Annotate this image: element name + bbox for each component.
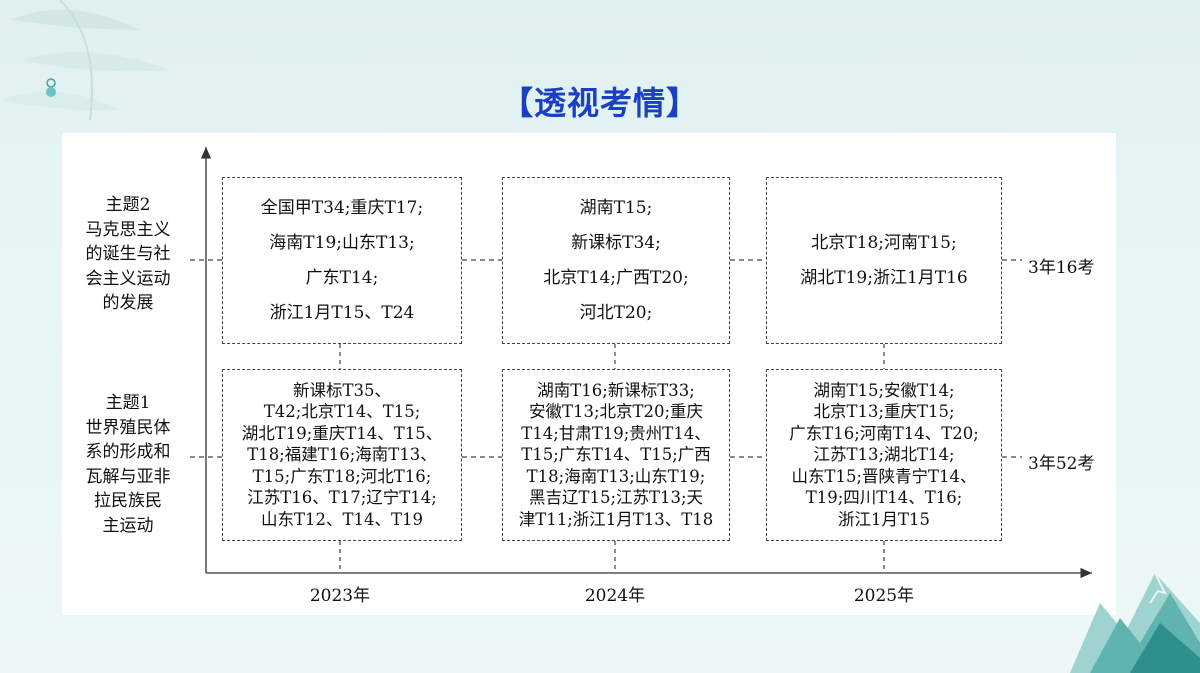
theme2-2025-text: 北京T18;河南T15; 湖北T19;浙江1月T16 [800,232,968,288]
theme1-2023-text: 新课标T35、 T42;北京T14、T15; 湖北T19;重庆T14、T15、 … [241,380,443,529]
year-label-2025: 2025年 [853,586,915,606]
column-connectors [339,344,885,573]
theme2-summary: 3年16考 [1028,258,1095,278]
theme2-2024-box: 湖南T15; 新课标T34; 北京T14;广西T20; 河北T20; [502,177,730,344]
theme2-2023-text: 全国甲T34;重庆T17; 海南T19;山东T13; 广东T14; 浙江1月T1… [260,197,424,323]
theme1-2024-box: 湖南T16;新课标T33; 安徽T13;北京T20;重庆 T14;甘肃T19;贵… [502,369,730,541]
page-title: 【透视考情】 [500,84,699,122]
content-panel: 主题2 马克思主义 的诞生与社 会主义运动 的发展 主题1 世界殖民体 系的形成… [62,133,1116,615]
theme1-label: 主题1 世界殖民体 系的形成和 瓦解与亚非 拉民族民 主运动 [85,393,171,536]
timeline-axes [190,147,1092,579]
year-label-2023: 2023年 [309,586,371,606]
theme1-summary: 3年52考 [1028,454,1095,474]
theme2-2023-box: 全国甲T34;重庆T17; 海南T19;山东T13; 广东T14; 浙江1月T1… [222,177,462,344]
theme2-label: 主题2 马克思主义 的诞生与社 会主义运动 的发展 [85,195,171,313]
bullet-icon [46,78,56,97]
theme1-2023-box: 新课标T35、 T42;北京T14、T15; 湖北T19;重庆T14、T15、 … [222,369,462,541]
mountain-decoration [1070,572,1200,673]
theme1-2025-text: 湖南T15;安徽T14; 北京T13;重庆T15; 广东T16;河南T14、T2… [789,380,979,529]
bamboo-leaf-decoration [0,0,170,121]
theme1-2024-text: 湖南T16;新课标T33; 安徽T13;北京T20;重庆 T14;甘肃T19;贵… [518,380,714,529]
year-label-2024: 2024年 [584,586,646,606]
theme1-2025-box: 湖南T15;安徽T14; 北京T13;重庆T15; 广东T16;河南T14、T2… [766,369,1002,541]
theme2-2024-text: 湖南T15; 新课标T34; 北京T14;广西T20; 河北T20; [543,197,689,323]
theme2-2025-box: 北京T18;河南T15; 湖北T19;浙江1月T16 [766,177,1002,344]
